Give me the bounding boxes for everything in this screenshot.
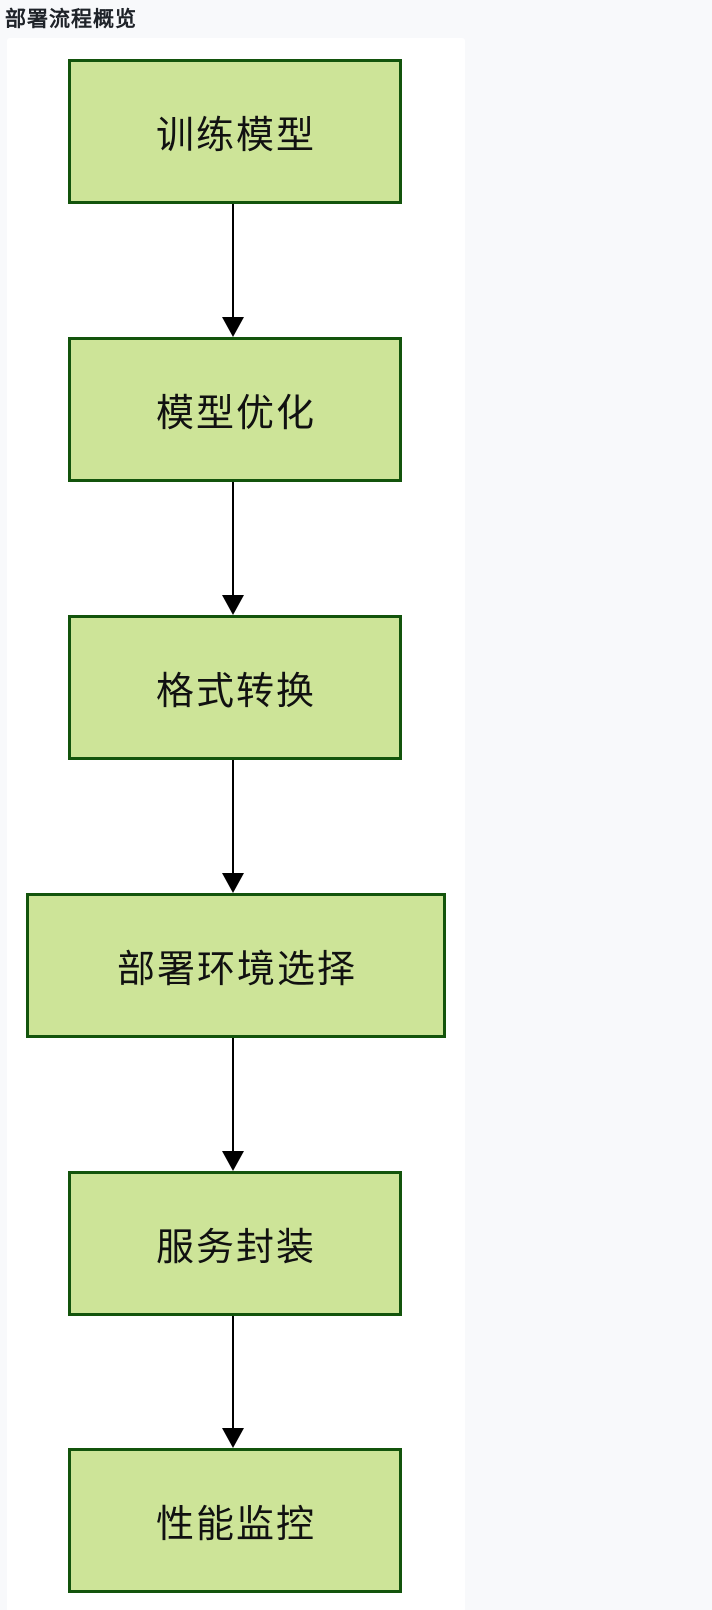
flow-node-label: 格式转换 bbox=[155, 671, 316, 713]
arrow-down-icon bbox=[222, 873, 244, 893]
flow-node-label: 性能监控 bbox=[155, 1504, 316, 1546]
flow-arrow-5 bbox=[216, 1316, 250, 1448]
arrow-down-icon bbox=[222, 1428, 244, 1448]
arrow-line bbox=[232, 760, 234, 874]
flow-node-format-conversion: 格式转换 bbox=[68, 615, 402, 760]
flow-node-train-model: 训练模型 bbox=[68, 59, 402, 204]
arrow-line bbox=[232, 204, 234, 318]
arrow-line bbox=[232, 1316, 234, 1429]
flow-node-label: 部署环境选择 bbox=[116, 949, 357, 991]
flow-node-service-packaging: 服务封装 bbox=[68, 1171, 402, 1316]
flow-node-performance-monitoring: 性能监控 bbox=[68, 1448, 402, 1593]
flow-arrow-1 bbox=[216, 204, 250, 337]
flow-node-label: 模型优化 bbox=[155, 393, 316, 435]
arrow-line bbox=[232, 1038, 234, 1152]
page-title: 部署流程概览 bbox=[5, 8, 137, 31]
flow-arrow-4 bbox=[216, 1038, 250, 1171]
flow-node-deployment-environment: 部署环境选择 bbox=[26, 893, 446, 1038]
diagram-panel: 训练模型 模型优化 格式转换 部署环境选择 bbox=[7, 38, 465, 1610]
arrow-down-icon bbox=[222, 1151, 244, 1171]
flow-node-model-optimization: 模型优化 bbox=[68, 337, 402, 482]
arrow-line bbox=[232, 482, 234, 596]
flow-node-label: 服务封装 bbox=[155, 1227, 316, 1269]
flow-arrow-2 bbox=[216, 482, 250, 615]
arrow-down-icon bbox=[222, 595, 244, 615]
flow-arrow-3 bbox=[216, 760, 250, 893]
arrow-down-icon bbox=[222, 317, 244, 337]
flow-node-label: 训练模型 bbox=[155, 115, 316, 157]
